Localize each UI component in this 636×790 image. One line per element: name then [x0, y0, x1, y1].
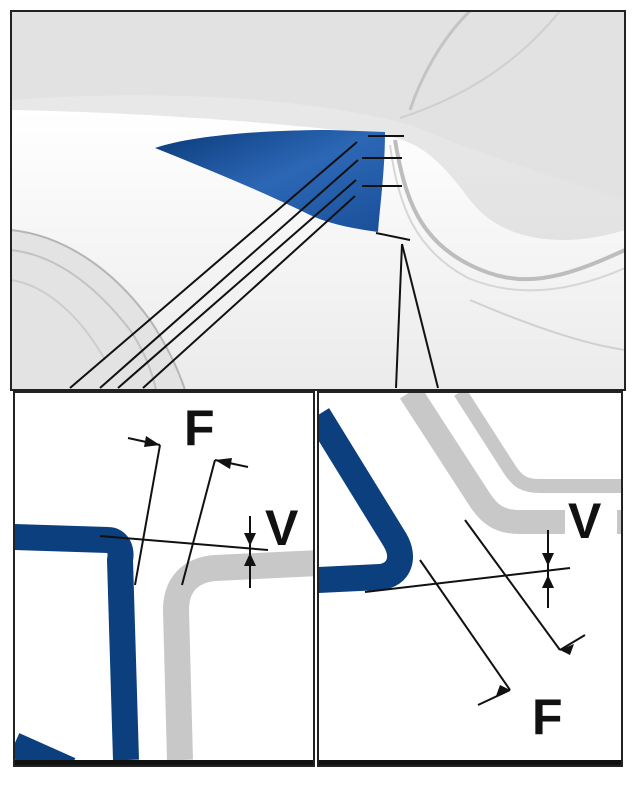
- left-inset-detail: F V: [14, 392, 314, 766]
- top-view-frame: [10, 10, 626, 391]
- blue-trim-part: [155, 130, 385, 232]
- right-inset-bottom-bar: [318, 760, 622, 766]
- left-gap-label: F: [184, 400, 215, 456]
- left-flush-label: V: [265, 500, 299, 556]
- right-gap-label: F: [532, 689, 563, 745]
- right-inset-frame: [317, 391, 623, 767]
- left-inset-bottom-bar: [14, 760, 314, 766]
- car-body-illustration: [11, 11, 625, 390]
- right-inset-detail: V F: [318, 392, 622, 766]
- right-flush-label: V: [568, 493, 602, 549]
- left-inset-frame: [13, 391, 315, 767]
